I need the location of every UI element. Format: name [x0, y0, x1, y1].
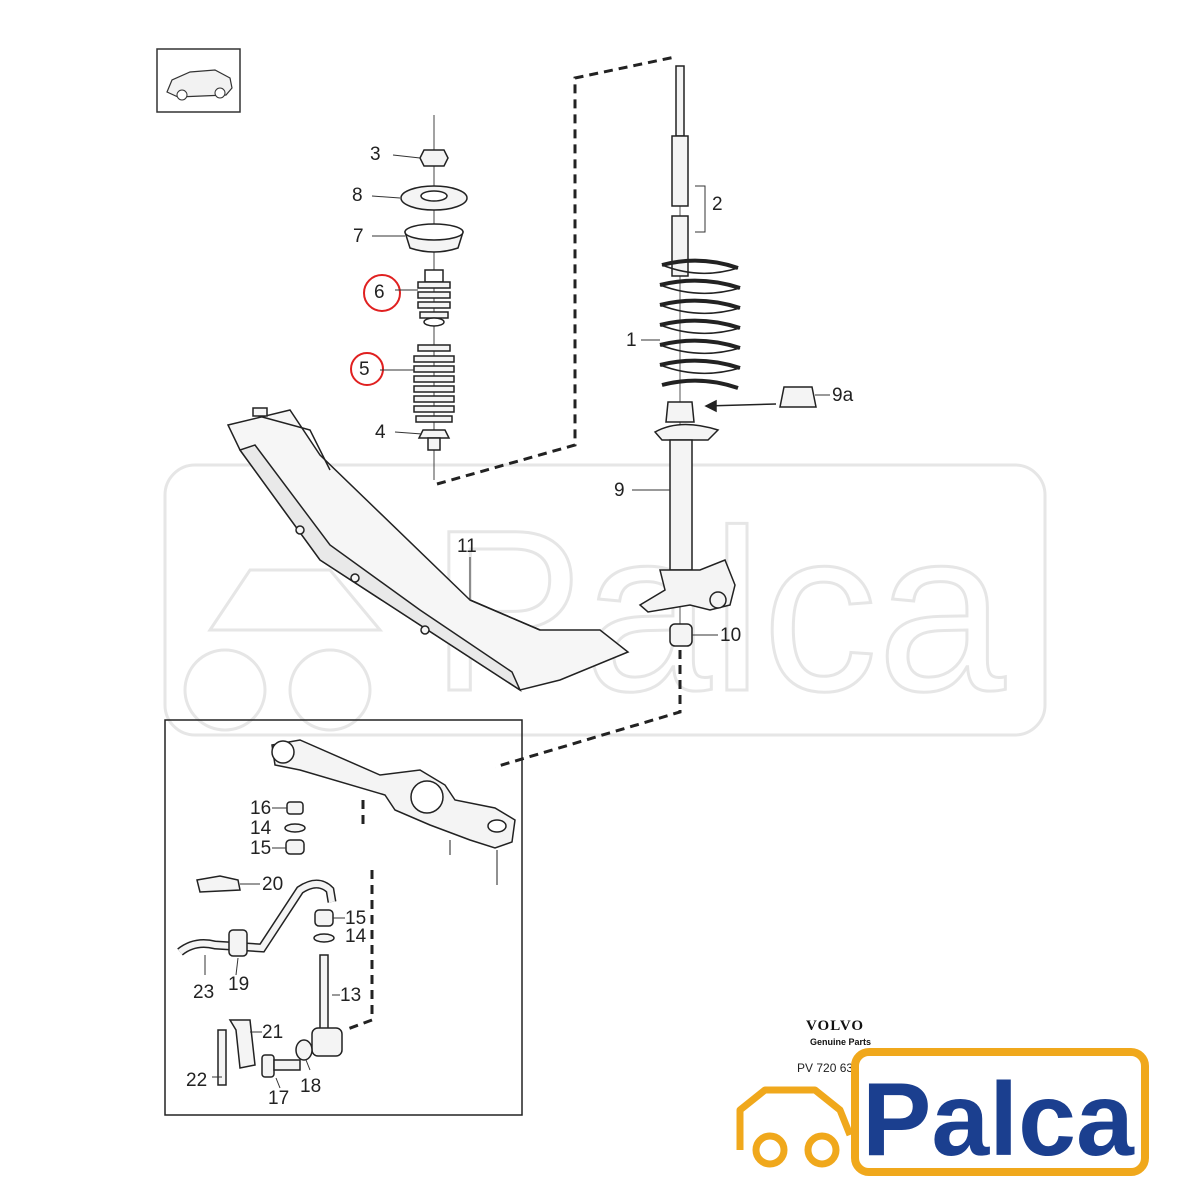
strut-assembly — [638, 65, 817, 647]
detail-frame — [164, 719, 523, 1116]
label-22: 22 — [186, 1070, 207, 1091]
stabilizer-bar-parts — [177, 801, 343, 1086]
car-thumbnail-icon — [156, 48, 241, 113]
label-6: 6 — [374, 282, 385, 303]
genuine-parts-text: Genuine Parts — [810, 1037, 871, 1047]
palca-wordmark: Palca — [862, 1062, 1135, 1178]
label-13: 13 — [340, 985, 361, 1006]
part-catalog-number: PV 720 63 — [797, 1061, 853, 1075]
highlight-circle-6 — [363, 274, 401, 312]
label-15-upper: 15 — [250, 838, 271, 859]
label-14-upper: 14 — [250, 818, 272, 839]
volvo-wordmark: VOLVO — [806, 1018, 864, 1034]
highlight-circle-5 — [350, 352, 384, 386]
label-20: 20 — [262, 874, 283, 895]
label-3: 3 — [370, 144, 381, 165]
label-11: 11 — [457, 536, 477, 557]
label-4: 4 — [375, 422, 386, 443]
svg-text:Palca: Palca — [430, 482, 1005, 739]
label-14-lower: 14 — [345, 926, 367, 947]
label-23: 23 — [193, 982, 214, 1003]
label-16: 16 — [250, 798, 271, 819]
label-18: 18 — [300, 1076, 321, 1097]
label-21: 21 — [262, 1022, 283, 1043]
label-10: 10 — [720, 625, 741, 646]
watermark-logo: Palca — [163, 463, 1047, 741]
label-5: 5 — [359, 359, 370, 380]
crossmember — [226, 407, 630, 693]
label-7: 7 — [353, 226, 364, 247]
label-15-lower: 15 — [345, 908, 366, 929]
leader-lines — [204, 154, 830, 1089]
label-8: 8 — [352, 185, 363, 206]
strut-mount-stack — [400, 115, 468, 480]
palca-logo: Palca — [736, 1048, 1149, 1178]
label-9a: 9a — [832, 385, 854, 406]
label-1: 1 — [626, 330, 637, 351]
label-9: 9 — [614, 480, 625, 501]
control-arm — [271, 739, 516, 885]
dashed-connector-lines — [344, 55, 682, 1032]
volvo-branding: VOLVO Genuine Parts PV 720 63 — [797, 1018, 871, 1075]
label-2: 2 — [712, 194, 723, 215]
label-19: 19 — [228, 974, 249, 995]
truck-icon — [736, 1086, 854, 1168]
label-17: 17 — [268, 1088, 289, 1109]
callout-labels: 3 8 7 6 5 4 1 2 9 9a 10 11 16 14 15 20 1… — [186, 144, 854, 1109]
